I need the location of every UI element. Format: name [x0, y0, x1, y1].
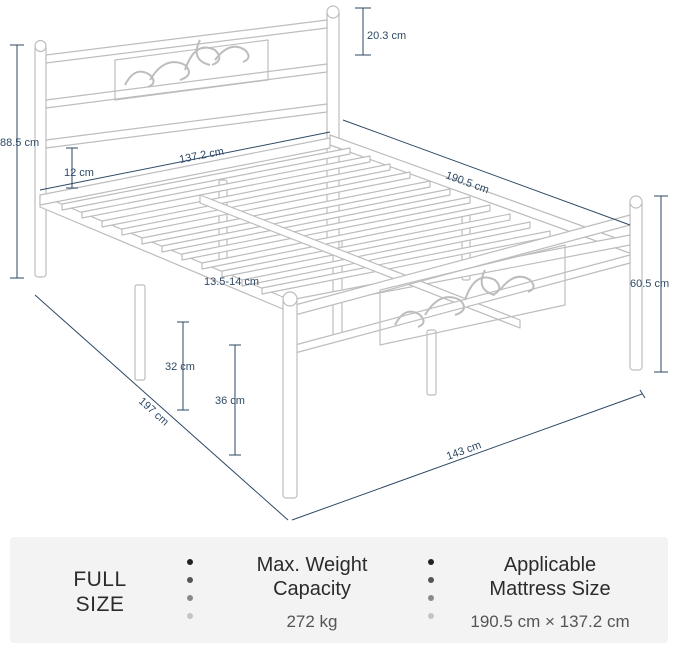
- dot-column-weight: [187, 559, 195, 631]
- dim-frame-height: 36 cm: [215, 395, 245, 407]
- bed-size-label: FULL SIZE: [52, 567, 148, 617]
- dot: [187, 559, 193, 565]
- dot: [428, 613, 434, 619]
- slats: [61, 147, 551, 295]
- dim-headboard-height: 88.5 cm: [0, 137, 39, 149]
- weight-capacity-title: Max. Weight Capacity: [232, 553, 392, 601]
- dot-column-mattress: [428, 559, 436, 631]
- dot: [187, 577, 193, 583]
- weight-title-line-2: Capacity: [273, 578, 351, 600]
- dot: [187, 613, 193, 619]
- dim-footboard-height: 60.5 cm: [630, 278, 669, 290]
- bed-frame-illustration: 20.3 cm 88.5 cm 12 cm 137.2 cm 190.5 cm …: [0, 5, 669, 521]
- dot: [428, 577, 434, 583]
- size-label-line-1: FULL: [73, 568, 127, 591]
- dim-slat-gap: 13.5-14 cm: [204, 276, 259, 288]
- mattress-size-title: Applicable Mattress Size: [465, 553, 635, 601]
- mattress-title-line-2: Mattress Size: [489, 578, 611, 600]
- dot: [187, 595, 193, 601]
- mattress-title-line-1: Applicable: [503, 554, 597, 576]
- bed-frame: [34, 5, 643, 499]
- front-left-post: [282, 297, 298, 499]
- size-label-line-2: SIZE: [75, 593, 125, 616]
- dim-under-bed-clearance: 32 cm: [165, 361, 195, 373]
- dim-side-rail-gap: 12 cm: [64, 167, 94, 179]
- dot: [428, 595, 434, 601]
- dot: [428, 559, 434, 565]
- weight-capacity-value: 272 kg: [286, 612, 338, 631]
- dimension-lines: [10, 7, 668, 521]
- mattress-size-value: 190.5 cm × 137.2 cm: [470, 612, 630, 631]
- dim-headboard-top: 20.3 cm: [367, 30, 406, 42]
- headboard-left-post: [34, 44, 47, 278]
- spec-panel: [10, 537, 668, 643]
- weight-title-line-1: Max. Weight: [256, 554, 368, 576]
- dim-width-outer: 143 cm: [445, 439, 483, 463]
